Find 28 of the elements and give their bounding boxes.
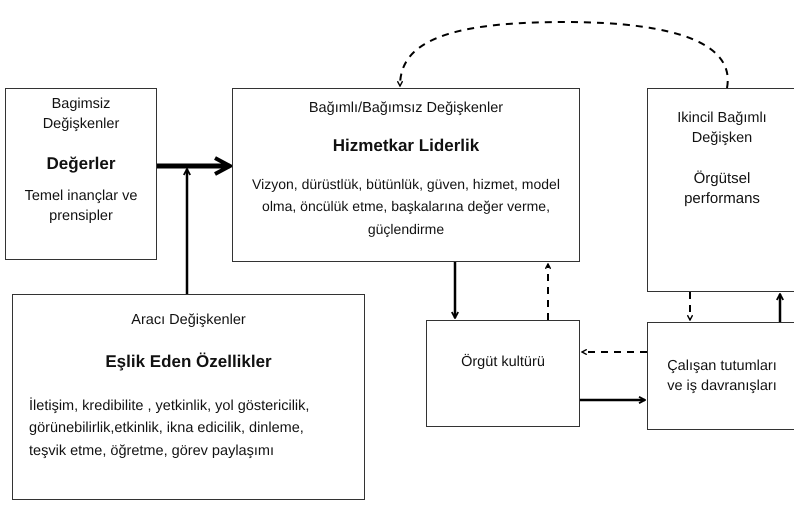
arrow bbox=[397, 21, 729, 88]
arrow bbox=[544, 263, 552, 320]
process-box bbox=[647, 322, 794, 430]
variable-box bbox=[12, 294, 365, 500]
variable-box bbox=[232, 88, 580, 262]
box-label: Çalışan tutumları ve iş davranışları bbox=[666, 357, 778, 396]
description: Temel inançlar ve prensipler bbox=[24, 187, 138, 226]
process-box bbox=[426, 320, 580, 427]
box-label: Örgüt kultürü bbox=[460, 353, 546, 372]
heading: Eşlik Eden Özellikler bbox=[104, 351, 273, 373]
arrow bbox=[580, 396, 646, 404]
arrow bbox=[686, 292, 694, 321]
heading: Hizmetkar Liderlik bbox=[332, 135, 480, 157]
arrow bbox=[182, 168, 192, 294]
arrow bbox=[581, 348, 647, 356]
description: Vizyon, dürüstlük, bütünlük, güven, hizmet, model olma, öncülük etme, başkalarına değer verme, güçlendirme bbox=[251, 175, 561, 239]
arrow bbox=[776, 293, 784, 322]
variable-type-label: Bağımlı/Bağımsız Değişkenler bbox=[308, 99, 504, 118]
variable-type-label: Aracı Değişkenler bbox=[130, 311, 247, 330]
variable-box bbox=[647, 88, 794, 292]
arrow bbox=[450, 262, 460, 319]
description: Örgütsel performans bbox=[683, 169, 761, 210]
variable-type-label: Ikincil Bağımlı Değişken bbox=[676, 109, 768, 148]
heading: Değerler bbox=[46, 153, 116, 175]
variable-box bbox=[5, 88, 157, 260]
arrow bbox=[157, 156, 232, 176]
description: İletişim, kredibilite , yetkinlik, yol göstericilik, görünebilirlik,etkinlik, ikna edicilik, dinleme, teşvik etme, öğretme, görev paylaşımı bbox=[29, 396, 310, 461]
variable-type-label: Bagimsiz Değişkenler bbox=[42, 95, 120, 134]
